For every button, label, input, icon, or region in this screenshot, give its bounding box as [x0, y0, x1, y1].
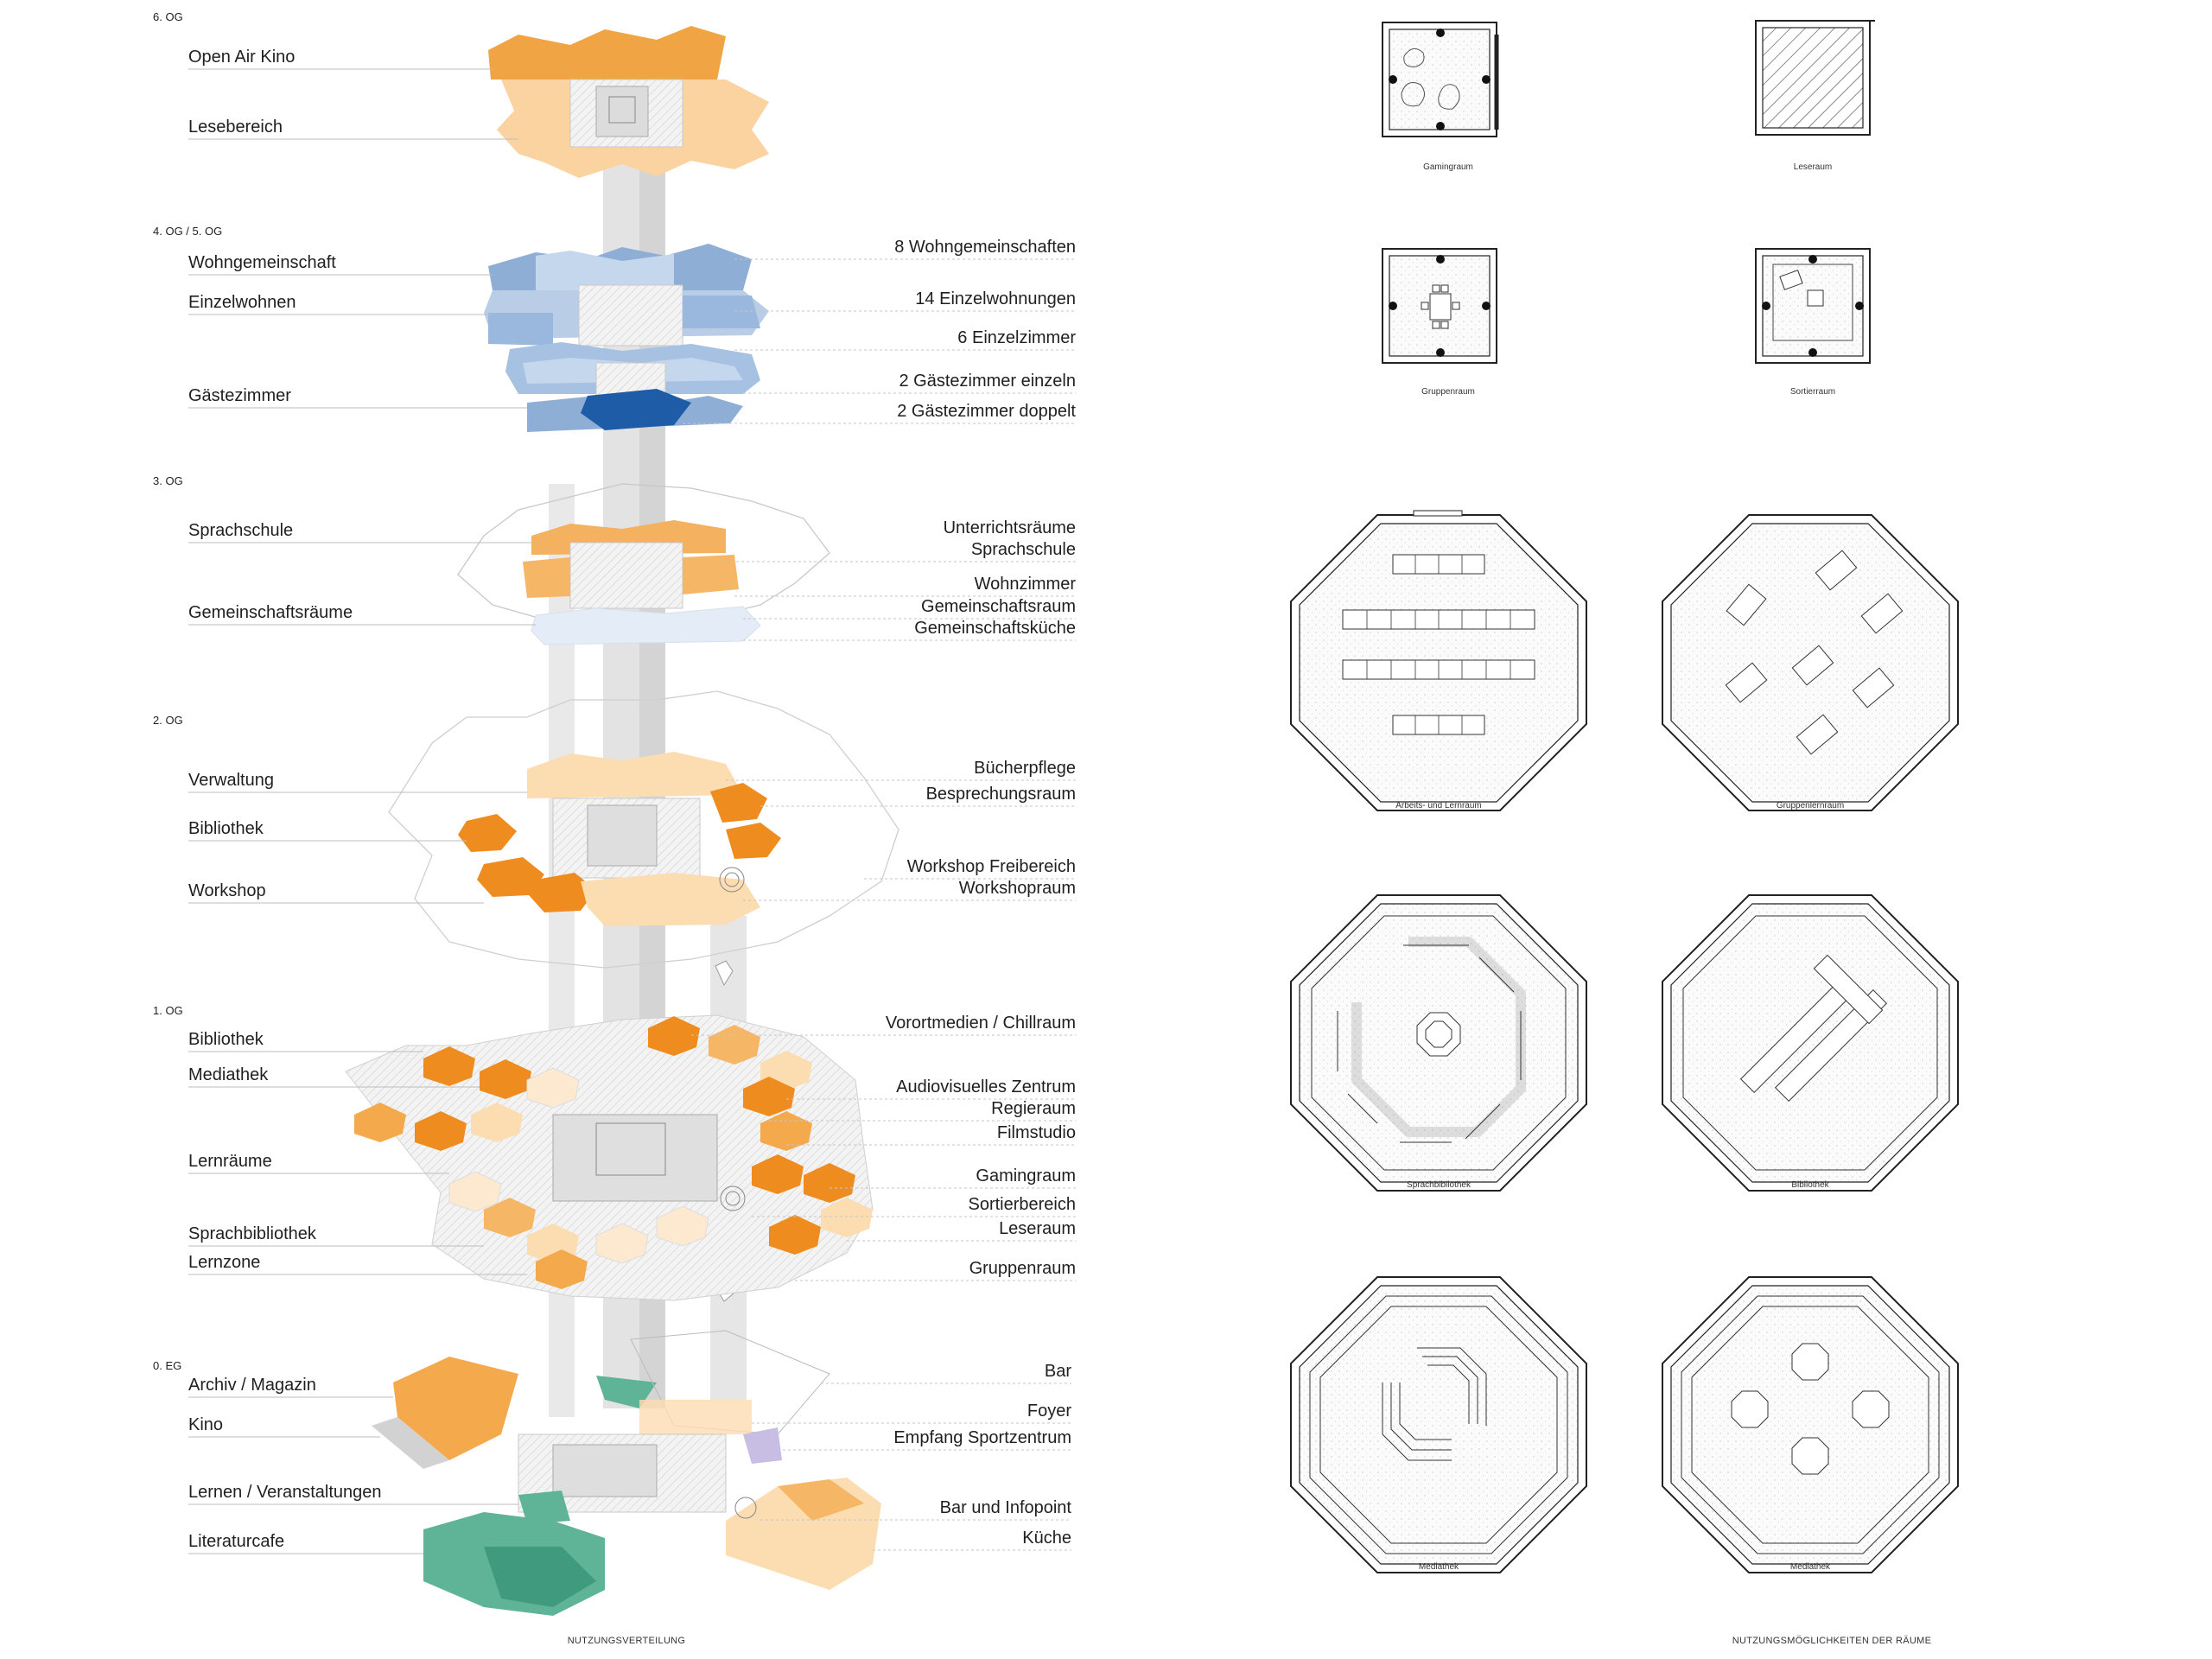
plan-arbeits-lernraum: Arbeits- und Lernraum	[1290, 510, 1587, 811]
floor-label-3og: 3. OG	[153, 474, 183, 487]
plan-gamingraum: Gamingraum	[1382, 22, 1499, 172]
label-lernen-veranstaltungen: Lernen / Veranstaltungen	[188, 1483, 382, 1502]
room-caption-gamingraum: Gamingraum	[1423, 162, 1473, 172]
label-gaestezimmer: Gästezimmer	[188, 386, 291, 405]
label-verwaltung: Verwaltung	[188, 771, 274, 790]
label-sprachbibliothek: Sprachbibliothek	[188, 1224, 317, 1243]
plan-mediathek-1: Mediathek	[1290, 1276, 1587, 1573]
label-gruppenraum: Gruppenraum	[969, 1259, 1076, 1278]
floor-1og-plate	[345, 1014, 874, 1301]
label-lesebereich: Lesebereich	[188, 118, 283, 137]
plan-mediathek-2: Mediathek	[1662, 1276, 1959, 1573]
floor-label-2og: 2. OG	[153, 714, 183, 727]
label-sprachschule-right: Sprachschule	[971, 540, 1076, 559]
room-plans: Gamingraum Leseraum Gruppenraum	[1290, 20, 1959, 1646]
label-gamingraum: Gamingraum	[976, 1166, 1076, 1185]
plan-sortierraum: Sortierraum	[1755, 248, 1871, 397]
floor-label-eg: 0. EG	[153, 1359, 181, 1372]
label-bar: Bar	[1045, 1362, 1071, 1381]
plan-sprachbibliothek: Sprachbibliothek	[1290, 894, 1587, 1192]
label-audiovisuelles-zentrum: Audiovisuelles Zentrum	[896, 1077, 1076, 1096]
label-gaestezimmer-einzeln: 2 Gästezimmer einzeln	[899, 372, 1076, 391]
floor-label-1og: 1. OG	[153, 1004, 183, 1017]
label-regieraum: Regieraum	[991, 1099, 1076, 1118]
room-caption-mediathek-2: Mediathek	[1790, 1562, 1831, 1572]
label-kueche: Küche	[1022, 1529, 1071, 1548]
room-caption-leseraum: Leseraum	[1794, 162, 1832, 172]
label-wohngemeinschaft: Wohngemeinschaft	[188, 253, 336, 272]
label-bibliothek-1og: Bibliothek	[188, 1030, 264, 1049]
floor-eg-plate	[372, 1330, 881, 1616]
caption-right: NUTZUNGSMÖGLICHKEITEN DER RÄUME	[1732, 1636, 1932, 1646]
label-sprachschule: Sprachschule	[188, 521, 293, 540]
floor-3og-plate	[457, 483, 830, 645]
label-filmstudio: Filmstudio	[997, 1123, 1076, 1142]
label-kino: Kino	[188, 1415, 223, 1434]
label-leseraum: Leseraum	[999, 1219, 1076, 1238]
plan-bibliothek: Bibliothek	[1662, 894, 1959, 1192]
label-archiv-magazin: Archiv / Magazin	[188, 1376, 316, 1395]
label-lernraeume: Lernräume	[188, 1152, 272, 1171]
label-vorortmedien: Vorortmedien / Chillraum	[886, 1014, 1076, 1033]
label-foyer: Foyer	[1027, 1402, 1071, 1421]
room-caption-arbeits-lernraum: Arbeits- und Lernraum	[1395, 801, 1482, 810]
plan-leseraum: Leseraum	[1755, 20, 1875, 172]
label-empfang-sportzentrum: Empfang Sportzentrum	[893, 1428, 1071, 1447]
floor-label-6og: 6. OG	[153, 10, 183, 23]
floor-label-4-5og: 4. OG / 5. OG	[153, 225, 222, 238]
label-einzelwohnen: Einzelwohnen	[188, 293, 296, 312]
label-lernzone: Lernzone	[188, 1253, 260, 1272]
label-bar-und-infopoint: Bar und Infopoint	[940, 1498, 1072, 1517]
right-labels: 8 Wohngemeinschaften 14 Einzelwohnungen …	[683, 238, 1077, 1551]
label-gemeinschaftskueche: Gemeinschaftsküche	[914, 619, 1076, 638]
label-6-einzelzimmer: 6 Einzelzimmer	[957, 328, 1076, 347]
room-caption-mediathek-1: Mediathek	[1419, 1562, 1459, 1572]
room-caption-sortierraum: Sortierraum	[1790, 387, 1835, 397]
label-14-einzelwohnungen: 14 Einzelwohnungen	[915, 289, 1076, 308]
label-literaturcafe: Literaturcafe	[188, 1532, 284, 1551]
label-open-air-kino: Open Air Kino	[188, 48, 295, 67]
plan-gruppenraum: Gruppenraum	[1382, 248, 1497, 397]
label-buecherpflege: Bücherpflege	[974, 759, 1076, 778]
floor-6og-plate	[488, 26, 769, 178]
axonometry: 6. OG 4. OG / 5. OG 3. OG 2. OG 1. OG 0.…	[153, 10, 1076, 1646]
room-caption-bibliothek: Bibliothek	[1791, 1180, 1829, 1190]
room-caption-gruppenlernraum: Gruppenlernraum	[1777, 801, 1844, 810]
label-8-wohngemeinschaften: 8 Wohngemeinschaften	[894, 238, 1076, 257]
label-workshopraum: Workshopraum	[959, 879, 1076, 898]
caption-left: NUTZUNGSVERTEILUNG	[568, 1636, 686, 1646]
label-bibliothek-2og: Bibliothek	[188, 819, 264, 838]
left-labels: Open Air Kino Lesebereich Wohngemeinscha…	[188, 48, 536, 1554]
floor-2og-plate	[388, 690, 899, 969]
label-gemeinschaftsraeume: Gemeinschaftsräume	[188, 603, 353, 622]
room-caption-sprachbibliothek: Sprachbibliothek	[1407, 1180, 1471, 1190]
label-wohnzimmer: Wohnzimmer	[975, 575, 1077, 594]
label-mediathek: Mediathek	[188, 1065, 269, 1084]
label-unterrichtsraeume: Unterrichtsräume	[944, 518, 1076, 537]
label-gemeinschaftsraum: Gemeinschaftsraum	[921, 597, 1076, 616]
plan-gruppenlernraum: Gruppenlernraum	[1662, 514, 1959, 811]
label-gaestezimmer-doppelt: 2 Gästezimmer doppelt	[897, 402, 1076, 421]
label-workshop-freibereich: Workshop Freibereich	[907, 857, 1076, 876]
label-sortierbereich: Sortierbereich	[968, 1195, 1076, 1214]
floor-4-5og-plate	[484, 244, 769, 432]
label-besprechungsraum: Besprechungsraum	[926, 785, 1076, 804]
label-workshop: Workshop	[188, 881, 266, 900]
room-caption-gruppenraum: Gruppenraum	[1421, 387, 1475, 397]
